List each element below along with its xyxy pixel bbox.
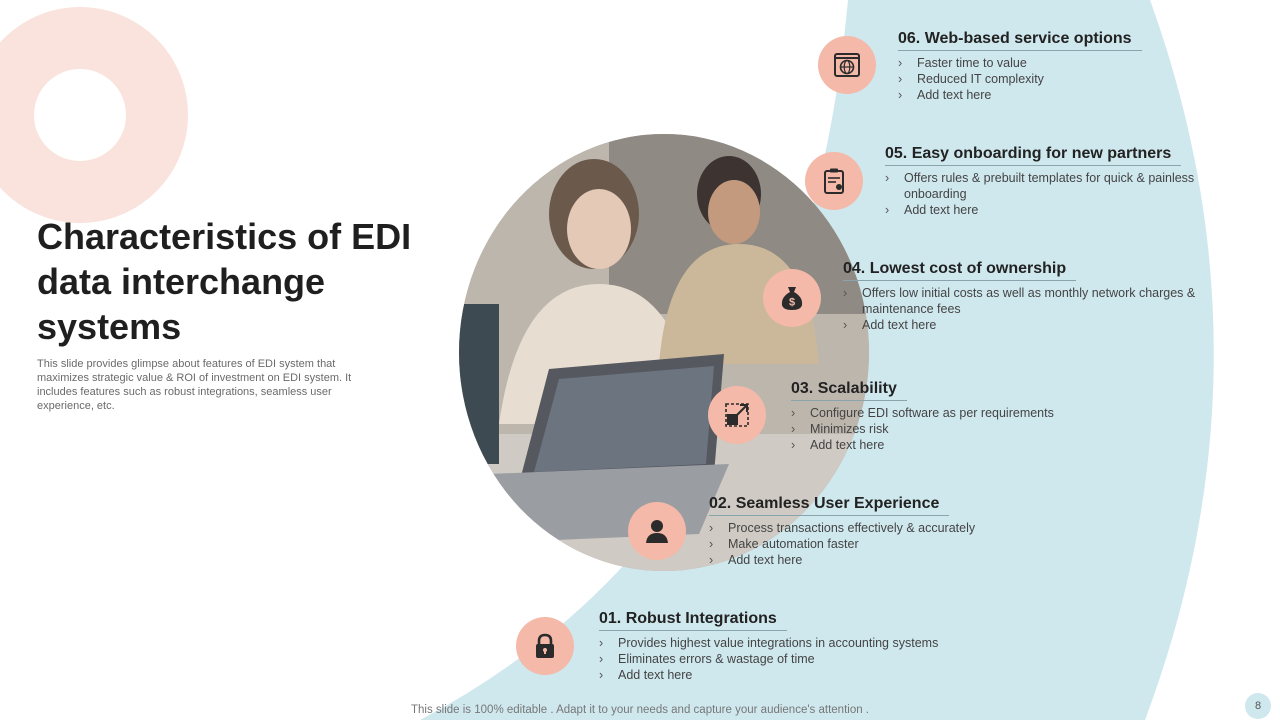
clipboard-user-icon <box>824 168 844 194</box>
feature-bullet: Process transactions effectively & accur… <box>709 520 1089 536</box>
feature-title: 03. Scalability <box>791 380 907 401</box>
feature-06: 06. Web-based service options Faster tim… <box>898 30 1238 103</box>
globe-browser-icon <box>834 53 860 77</box>
padlock-icon <box>536 633 554 658</box>
feature-04: 04. Lowest cost of ownership Offers low … <box>843 260 1213 333</box>
feature-bullet: Add text here <box>885 202 1225 218</box>
badge-04: $ <box>763 269 821 327</box>
feature-bullet: Add text here <box>709 552 1089 568</box>
feature-05: 05. Easy onboarding for new partners Off… <box>885 145 1225 218</box>
feature-bullet: Offers low initial costs as well as mont… <box>843 285 1213 317</box>
feature-bullet: Add text here <box>791 437 1151 453</box>
feature-bullet: Add text here <box>843 317 1213 333</box>
feature-bullet: Add text here <box>898 87 1238 103</box>
feature-03: 03. Scalability Configure EDI software a… <box>791 380 1151 453</box>
money-bag-icon: $ <box>781 287 803 310</box>
badge-03 <box>708 386 766 444</box>
feature-title: 01. Robust Integrations <box>599 610 787 631</box>
feature-title: 02. Seamless User Experience <box>709 495 950 516</box>
feature-bullet: Add text here <box>599 667 999 683</box>
decorative-ring <box>0 7 188 223</box>
feature-title: 06. Web-based service options <box>898 30 1142 51</box>
scale-expand-icon <box>725 403 749 427</box>
feature-bullet: Configure EDI software as per requiremen… <box>791 405 1151 421</box>
slide-title: Characteristics of EDI data interchange … <box>37 216 412 347</box>
user-icon <box>646 520 668 543</box>
feature-title: 04. Lowest cost of ownership <box>843 260 1077 281</box>
svg-text:$: $ <box>789 297 795 309</box>
badge-05 <box>805 152 863 210</box>
team-photo <box>459 134 869 571</box>
feature-bullet: Minimizes risk <box>791 421 1151 437</box>
feature-bullet: Provides highest value integrations in a… <box>599 635 999 651</box>
feature-bullet: Eliminates errors & wastage of time <box>599 651 999 667</box>
feature-01: 01. Robust Integrations Provides highest… <box>599 610 999 683</box>
feature-02: 02. Seamless User Experience Process tra… <box>709 495 1089 568</box>
page-number: 8 <box>1245 693 1271 719</box>
footer-note: This slide is 100% editable . Adapt it t… <box>410 704 869 716</box>
feature-title: 05. Easy onboarding for new partners <box>885 145 1182 166</box>
feature-bullet: Faster time to value <box>898 55 1238 71</box>
feature-bullet: Offers rules & prebuilt templates for qu… <box>885 170 1225 202</box>
badge-06 <box>818 36 876 94</box>
feature-bullet: Make automation faster <box>709 536 1089 552</box>
badge-01 <box>516 617 574 675</box>
badge-02 <box>628 502 686 560</box>
slide-subtitle: This slide provides glimpse about featur… <box>37 358 352 412</box>
feature-bullet: Reduced IT complexity <box>898 71 1238 87</box>
